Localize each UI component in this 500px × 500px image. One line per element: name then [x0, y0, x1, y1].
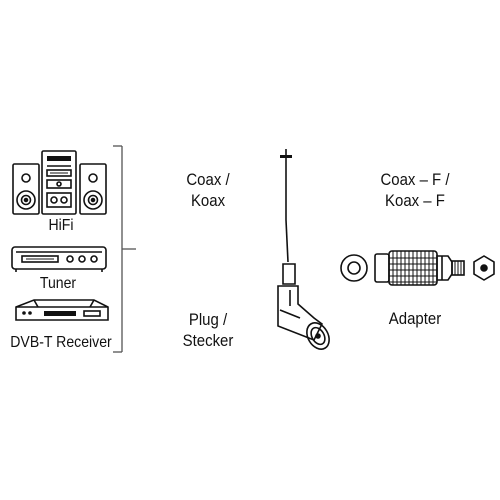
coax-f-adapter-icon: [340, 250, 495, 286]
tuner-icon: [11, 246, 107, 272]
adapter-title-line2: Koax – F: [385, 191, 445, 210]
angled-coax-plug-icon: [277, 149, 330, 350]
device-bracket: [113, 145, 136, 353]
plug-label-line2: Stecker: [182, 331, 234, 350]
adapter-label: Adapter: [388, 309, 442, 328]
dvbt-receiver-label: DVB-T Receiver: [10, 334, 112, 351]
dvbt-receiver-icon: [15, 299, 109, 321]
adapter-title-line1: Coax – F /: [380, 170, 450, 189]
plug-label-line1: Plug /: [188, 310, 228, 329]
coax-label-line2: Koax: [190, 191, 226, 210]
coax-label-line1: Coax /: [186, 170, 230, 189]
tuner-label: Tuner: [39, 275, 77, 292]
hifi-system-icon: [12, 150, 107, 215]
hifi-label: HiFi: [48, 217, 74, 234]
